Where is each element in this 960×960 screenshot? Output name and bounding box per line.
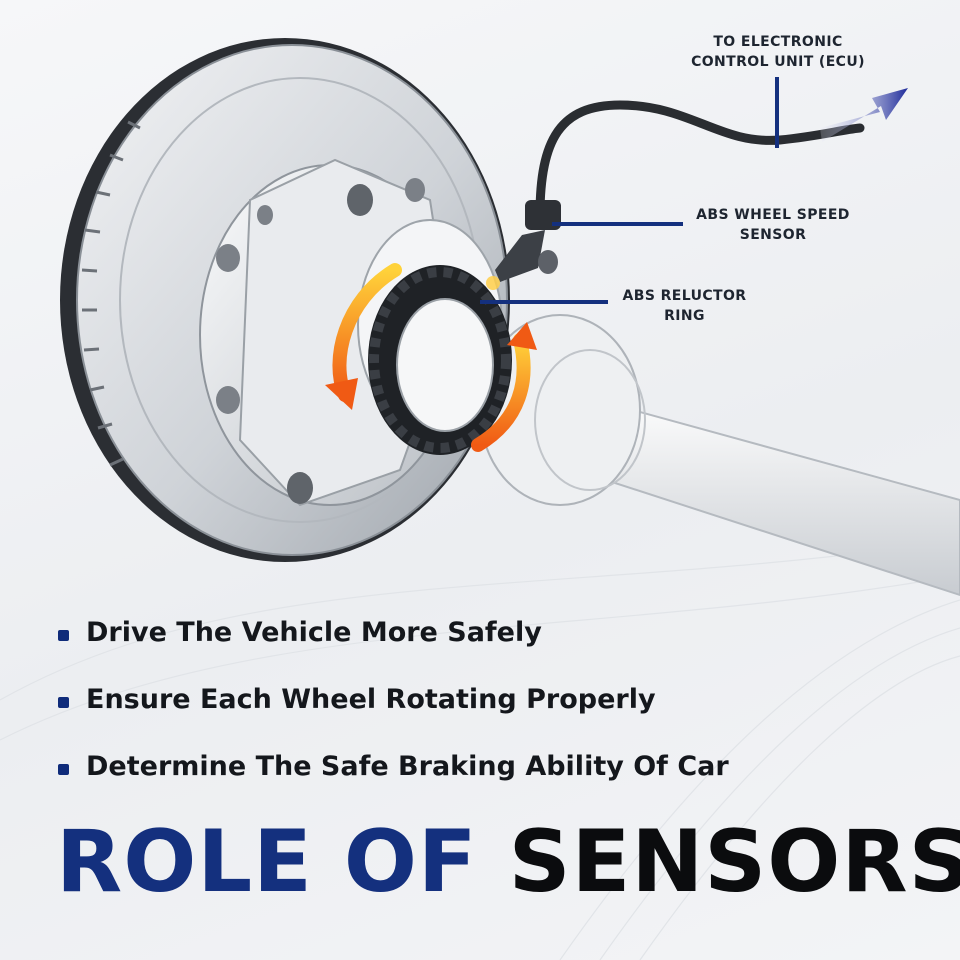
background-swooshes [0,539,960,960]
title-part-1: ROLE OF [56,812,478,912]
callout-ecu-line2: CONTROL UNIT (ECU) [691,54,865,70]
callout-ecu-line1: TO ELECTRONIC [713,34,843,50]
callout-wheel-speed-sensor: ABS WHEEL SPEED SENSOR [688,205,858,245]
abs-sensor-graphic [486,100,865,290]
title-part-2: SENSORS [508,812,960,912]
bullet-square-icon [58,764,69,775]
callout-ecu: TO ELECTRONIC CONTROL UNIT (ECU) [688,32,868,72]
callout-reluctor-line1: ABS RELUCTOR [622,288,747,304]
page-title: ROLE OF SENSORS [56,812,960,912]
bullet-square-icon [58,697,69,708]
callout-lines [480,77,779,304]
benefit-text: Determine The Safe Braking Ability Of Ca… [86,751,729,782]
bullet-square-icon [58,630,69,641]
callout-sensor-line2: SENSOR [739,227,807,243]
benefit-text: Drive The Vehicle More Safely [86,617,542,648]
ecu-arrow [820,88,908,142]
rotation-arrows [325,263,537,452]
reluctor-ring-graphic [368,265,512,455]
callout-reluctor-line2: RING [664,308,705,324]
benefit-text: Ensure Each Wheel Rotating Properly [86,684,656,715]
callout-sensor-line1: ABS WHEEL SPEED [696,207,850,223]
callout-reluctor-ring: ABS RELUCTOR RING [612,286,757,326]
